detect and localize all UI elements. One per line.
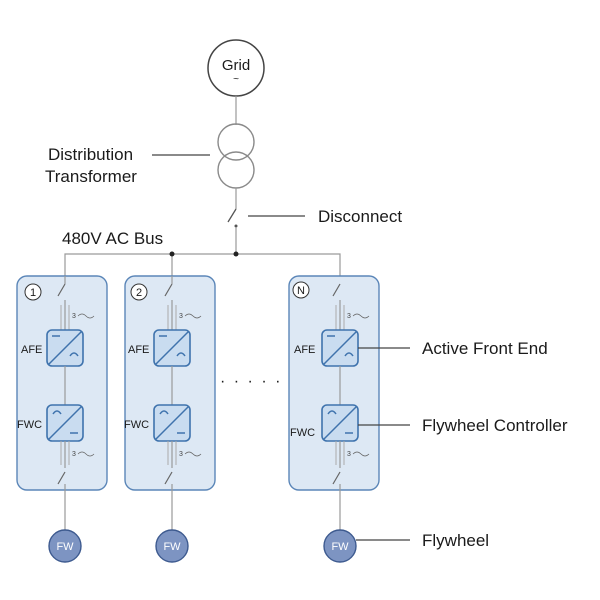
module-2-fwc-converter (153, 404, 191, 442)
flywheel-n-label: FW (331, 541, 349, 553)
bus-label: 480V AC Bus (62, 229, 163, 248)
flywheel-n: FW (323, 529, 357, 563)
module-n-fwc-label: FWC (290, 427, 315, 439)
callout-flywheel: Flywheel (422, 531, 489, 550)
grid-label: Grid (222, 57, 250, 74)
ac-bus (64, 253, 341, 276)
module-n-fwc-converter (321, 404, 359, 442)
module-2: 2 3 AFE FWC 3 (124, 275, 216, 530)
module-1-phase-bottom: 3 (72, 451, 76, 458)
module-2-phase-top: 3 (179, 313, 183, 320)
module-n-phase-top: 3 (347, 313, 351, 320)
module-2-afe-converter (153, 329, 191, 367)
module-n-afe-label: AFE (294, 344, 315, 356)
flywheel-1-label: FW (56, 541, 74, 553)
module-1-fwc-label: FWC (17, 419, 42, 431)
bus-junction-2 (169, 251, 175, 257)
module-1-number: 1 (30, 287, 36, 299)
module-2-phase-bottom: 3 (179, 451, 183, 458)
callout-flywheel-controller: Flywheel Controller (422, 416, 568, 435)
flywheel-2-label: FW (163, 541, 181, 553)
module-1-phase-top: 3 (72, 313, 76, 320)
module-2-afe-label: AFE (128, 344, 149, 356)
transformer-label-line2: Transformer (45, 167, 137, 186)
module-1-afe-label: AFE (21, 344, 42, 356)
disconnect-label: Disconnect (318, 207, 402, 226)
module-2-number: 2 (136, 287, 142, 299)
module-1-fwc-converter (46, 404, 84, 442)
module-n: N 3 AFE FWC 3 (288, 275, 380, 530)
module-1-afe-converter (46, 329, 84, 367)
grid-source: Grid ~ (207, 39, 265, 97)
module-n-phase-bottom: 3 (347, 451, 351, 458)
flywheel-2: FW (155, 529, 189, 563)
distribution-transformer (217, 123, 255, 189)
grid-symbol: ~ (233, 74, 239, 85)
module-n-number: N (297, 285, 305, 297)
disconnect-switch (227, 203, 238, 254)
module-n-afe-converter (321, 329, 359, 367)
transformer-label-line1: Distribution (48, 145, 133, 164)
module-1: 1 3 AFE FWC 3 (16, 275, 108, 530)
module-ellipsis: · · · · · (220, 373, 282, 390)
bus-junction-main (233, 251, 239, 257)
flywheel-1: FW (48, 529, 82, 563)
module-2-fwc-label: FWC (124, 419, 149, 431)
callout-active-front-end: Active Front End (422, 339, 548, 358)
